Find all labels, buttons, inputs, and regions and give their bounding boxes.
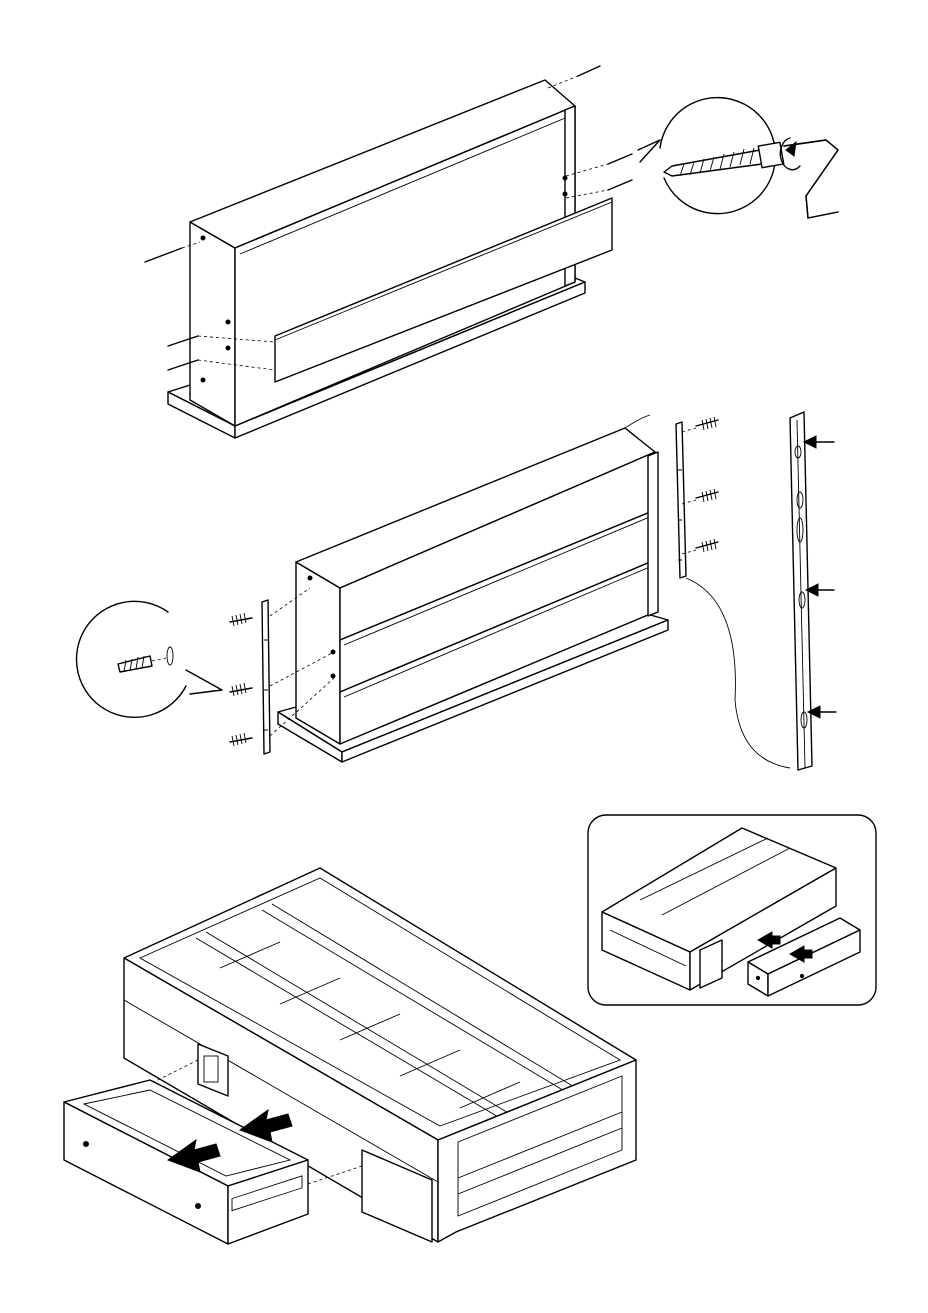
left-metal-rail <box>262 600 270 754</box>
cam-screw-detail <box>638 98 838 218</box>
step-insert-drawers <box>64 868 636 1244</box>
drawer-knob-icon <box>196 1204 201 1209</box>
frame-right-edge <box>648 452 658 616</box>
screw-icon <box>578 66 632 190</box>
step-frame-and-rails <box>76 412 836 770</box>
screw-icon <box>118 656 152 672</box>
wood-screw-detail <box>76 601 222 717</box>
drawer-knob-icon <box>84 1142 89 1147</box>
screw-icon <box>230 613 252 746</box>
right-metal-rail <box>676 422 686 578</box>
step-insert-drawers-inset <box>588 815 876 1005</box>
enlarged-rail-detail <box>790 412 836 770</box>
screw-icon <box>664 142 784 176</box>
step-headboard-assembly <box>145 66 838 438</box>
rotate-arrow-icon <box>780 138 800 170</box>
screw-icon <box>696 417 718 552</box>
